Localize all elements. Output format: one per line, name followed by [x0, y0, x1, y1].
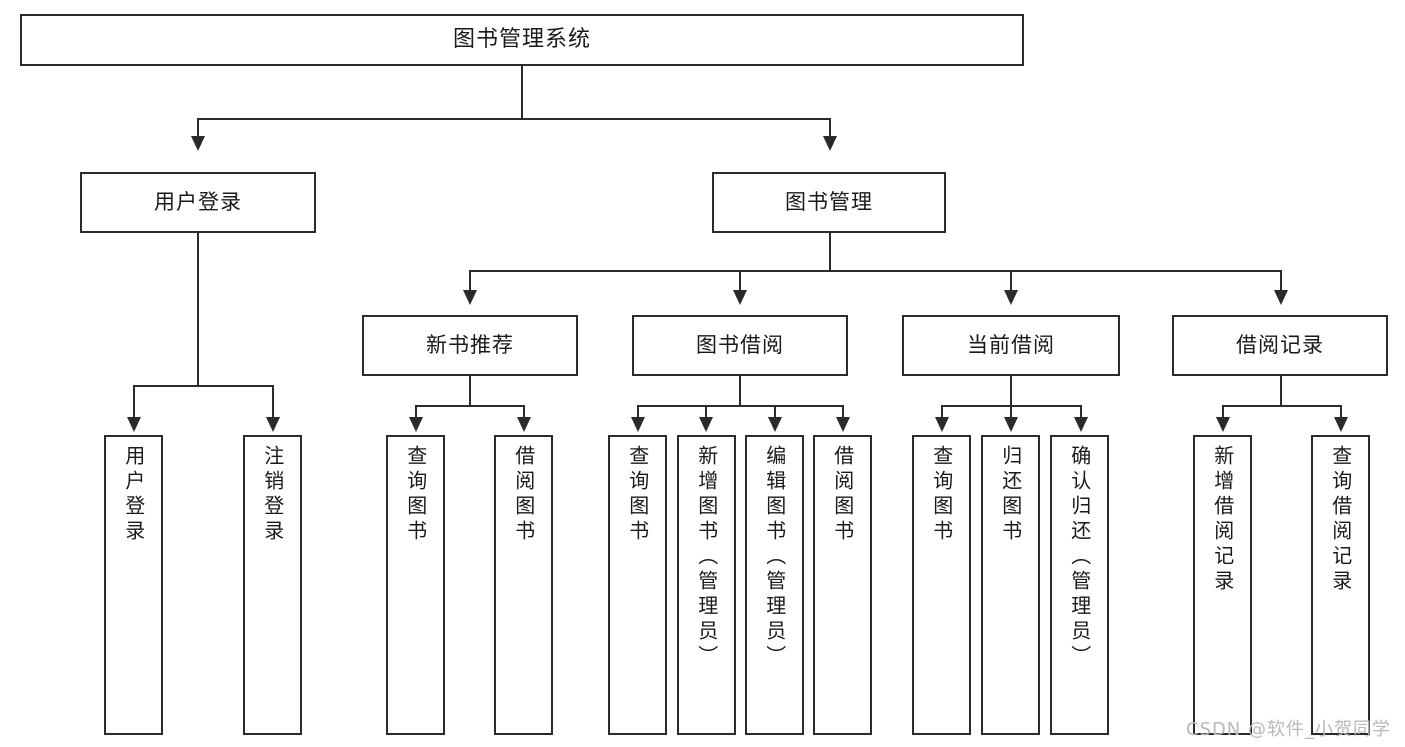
node-label: 借阅图书	[830, 445, 855, 545]
node-label: 注销登录	[260, 445, 285, 545]
connector-bus-to-new-book	[469, 270, 471, 292]
arrowhead-book-manage	[823, 136, 837, 151]
leaf-logout[interactable]: 注销登录	[243, 435, 302, 735]
node-label: 图书借阅	[696, 333, 784, 358]
node-root-system[interactable]: 图书管理系统	[20, 14, 1024, 66]
leaf-user-login[interactable]: 用户登录	[104, 435, 163, 735]
connector-root-stem	[521, 66, 523, 118]
arrowhead-user-login	[191, 136, 205, 151]
connector-user-login-stem	[197, 233, 199, 385]
connector-book-manage-stem	[829, 233, 831, 270]
connector-bus-borrow-record-leaves	[1222, 405, 1340, 407]
connector-to-leaf-bb-0	[637, 405, 639, 418]
node-label: 查询图书	[929, 445, 954, 545]
arrowhead-leaf-cb-2	[1074, 417, 1088, 432]
connector-to-leaf-cb-1	[1010, 405, 1012, 418]
node-label: 新增图书（管理员）	[694, 445, 719, 670]
node-book-borrow[interactable]: 图书借阅	[632, 315, 848, 376]
node-label: 当前借阅	[967, 333, 1055, 358]
node-label: 图书管理系统	[452, 27, 591, 53]
connector-to-leaf-logout	[272, 385, 274, 418]
connector-new-book-stem	[469, 376, 471, 405]
watermark-text: CSDN @软件_小贺同学	[1185, 719, 1391, 740]
connector-bus-user-login-leaves	[133, 385, 273, 387]
leaf-br-query-record[interactable]: 查询借阅记录	[1311, 435, 1370, 735]
node-label: 借阅图书	[511, 445, 536, 545]
leaf-bb-query-book[interactable]: 查询图书	[608, 435, 667, 735]
connector-to-leaf-cb-0	[941, 405, 943, 418]
node-label: 确认归还（管理员）	[1067, 445, 1092, 670]
connector-bus-to-current-borrow	[1010, 270, 1012, 292]
leaf-cb-confirm-return-admin[interactable]: 确认归还（管理员）	[1050, 435, 1109, 735]
arrowhead-borrow-record	[1274, 290, 1288, 305]
node-user-login[interactable]: 用户登录	[80, 172, 316, 233]
connector-bus-new-book-leaves	[415, 405, 523, 407]
connector-to-leaf-bb-3	[842, 405, 844, 418]
connector-to-leaf-bb-1	[705, 405, 707, 418]
leaf-bb-borrow-book[interactable]: 借阅图书	[813, 435, 872, 735]
arrowhead-leaf-cb-1	[1004, 417, 1018, 432]
node-label: 归还图书	[998, 445, 1023, 545]
connector-bus-to-book-borrow	[739, 270, 741, 292]
arrowhead-leaf-bb-1	[699, 417, 713, 432]
arrowhead-book-borrow	[733, 290, 747, 305]
leaf-nb-query-book[interactable]: 查询图书	[386, 435, 445, 735]
node-borrow-record[interactable]: 借阅记录	[1172, 315, 1388, 376]
arrowhead-leaf-user-login	[127, 417, 141, 432]
connector-bus-to-book-manage	[829, 118, 831, 138]
connector-borrow-record-stem	[1280, 376, 1282, 405]
node-label: 用户登录	[121, 445, 146, 545]
connector-to-leaf-nb-1	[523, 405, 525, 418]
connector-bus-book-borrow-leaves	[637, 405, 843, 407]
arrowhead-current-borrow	[1004, 290, 1018, 305]
connector-to-leaf-br-1	[1340, 405, 1342, 418]
arrowhead-leaf-br-1	[1334, 417, 1348, 432]
connector-bus-to-user-login	[197, 118, 199, 138]
arrowhead-leaf-nb-0	[409, 417, 423, 432]
connector-to-leaf-br-0	[1222, 405, 1224, 418]
leaf-cb-query-book[interactable]: 查询图书	[912, 435, 971, 735]
arrowhead-new-book	[463, 290, 477, 305]
leaf-cb-return-book[interactable]: 归还图书	[981, 435, 1040, 735]
connector-to-leaf-bb-2	[774, 405, 776, 418]
node-current-borrow[interactable]: 当前借阅	[902, 315, 1120, 376]
connector-to-leaf-user-login	[133, 385, 135, 418]
connector-book-borrow-stem	[739, 376, 741, 405]
arrowhead-leaf-logout	[266, 417, 280, 432]
connector-bus-level3	[469, 270, 1280, 272]
leaf-br-add-record[interactable]: 新增借阅记录	[1193, 435, 1252, 735]
arrowhead-leaf-nb-1	[517, 417, 531, 432]
node-label: 借阅记录	[1236, 333, 1324, 358]
node-label: 查询图书	[403, 445, 428, 545]
node-book-manage[interactable]: 图书管理	[712, 172, 946, 233]
connector-current-borrow-stem	[1010, 376, 1012, 405]
node-label: 新增借阅记录	[1210, 445, 1235, 595]
node-new-book-recommend[interactable]: 新书推荐	[362, 315, 578, 376]
node-label: 查询借阅记录	[1328, 445, 1353, 595]
node-label: 用户登录	[154, 190, 242, 215]
arrowhead-leaf-br-0	[1216, 417, 1230, 432]
node-label: 新书推荐	[426, 333, 514, 358]
arrowhead-leaf-cb-0	[935, 417, 949, 432]
connector-to-leaf-nb-0	[415, 405, 417, 418]
node-label: 编辑图书（管理员）	[762, 445, 787, 670]
connector-bus-level2	[197, 118, 829, 120]
connector-bus-to-borrow-record	[1280, 270, 1282, 292]
node-label: 查询图书	[625, 445, 650, 545]
connector-to-leaf-cb-2	[1080, 405, 1082, 418]
arrowhead-leaf-bb-2	[768, 417, 782, 432]
node-label: 图书管理	[785, 190, 873, 215]
leaf-bb-add-book-admin[interactable]: 新增图书（管理员）	[677, 435, 736, 735]
leaf-bb-edit-book-admin[interactable]: 编辑图书（管理员）	[745, 435, 804, 735]
arrowhead-leaf-bb-3	[836, 417, 850, 432]
leaf-nb-borrow-book[interactable]: 借阅图书	[494, 435, 553, 735]
arrowhead-leaf-bb-0	[631, 417, 645, 432]
